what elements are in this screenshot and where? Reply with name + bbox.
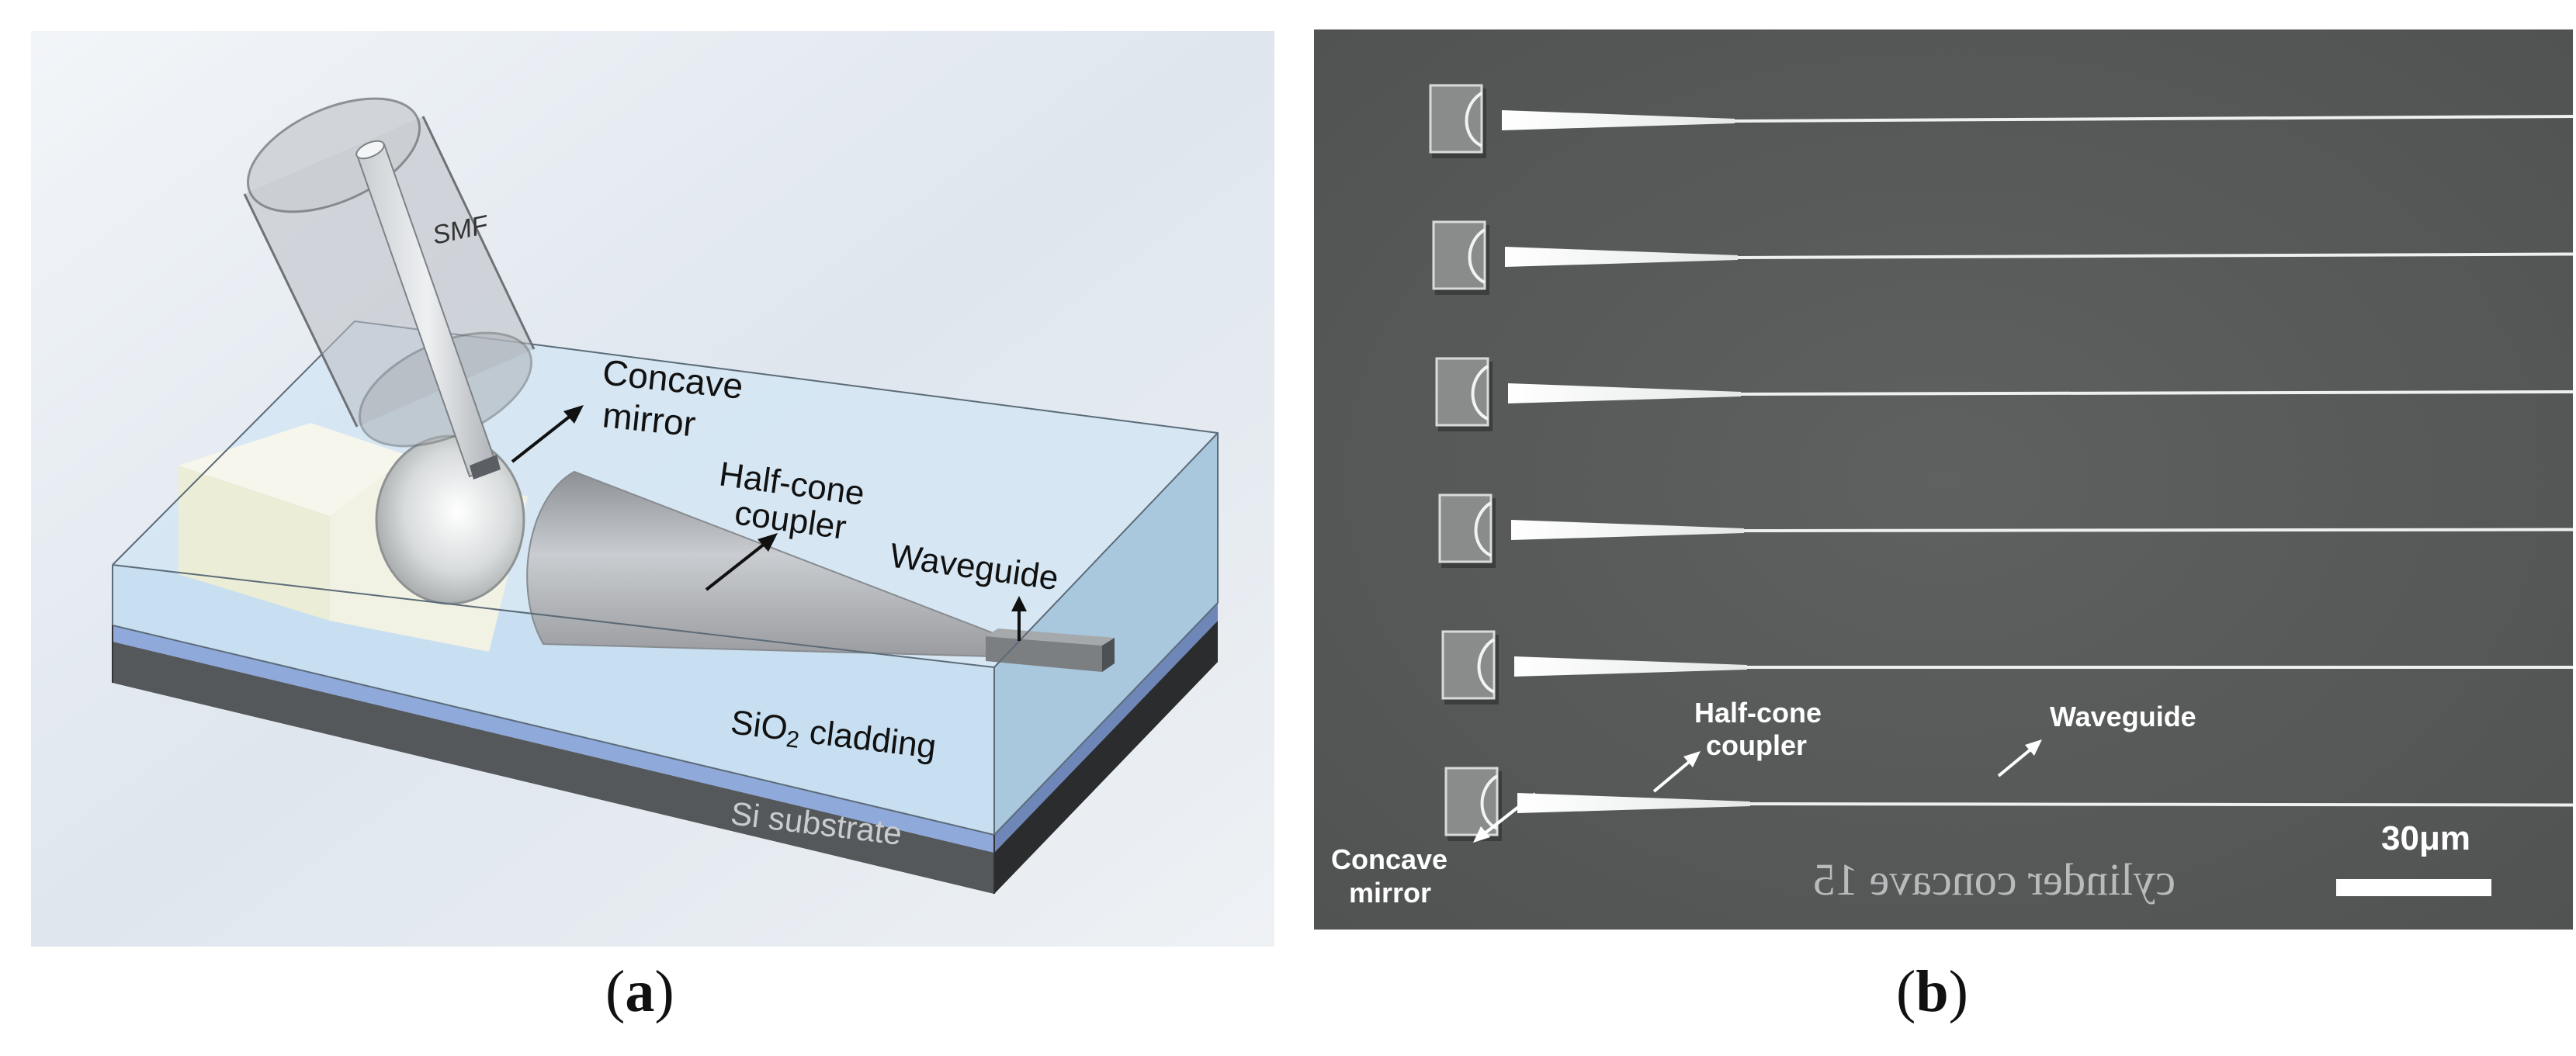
half-cone-taper <box>1505 247 1738 267</box>
caption-a: (a) <box>605 959 674 1024</box>
cladding-edge <box>112 564 995 668</box>
cladding-edge-2 <box>993 432 1219 668</box>
sem-concave-mirror-label-1: Concave <box>1331 843 1447 875</box>
concave-mirror <box>1465 92 1483 147</box>
mirror-block-front <box>179 466 330 621</box>
device-row <box>1444 767 2573 841</box>
cladding-side <box>994 433 1218 835</box>
device-row <box>1441 630 2573 705</box>
concave-mirror-arrowhead <box>563 405 584 424</box>
concave-mirror <box>1474 501 1493 557</box>
panel-a-schematic: SMF Concave mirror Half-cone coupler Wav… <box>31 31 1274 947</box>
device-array <box>1429 84 2573 841</box>
waveguide-line <box>1737 252 2573 259</box>
waveguide-end <box>1102 638 1115 672</box>
cladding-front <box>113 565 994 835</box>
waveguide-line <box>1740 390 2573 396</box>
concave-mirror-surface <box>375 435 525 605</box>
sem-waveguide-arrow <box>1997 745 2036 777</box>
concave-mirror <box>1471 365 1489 421</box>
concave-mirror-arrow <box>511 411 576 463</box>
panel-b-sem-image: Half-cone coupler Waveguide Concave mirr… <box>1314 29 2573 930</box>
mirrored-chip-text: cylinder concave 15 <box>1813 854 2176 905</box>
half-cone-taper <box>1502 110 1735 130</box>
blue-layer-front <box>113 625 994 853</box>
sem-half-cone-label-2: coupler <box>1706 729 1807 761</box>
waveguide-arrowhead <box>1011 596 1027 611</box>
caption-b: (b) <box>1896 959 1968 1024</box>
sem-waveguide-label: Waveguide <box>2050 701 2196 732</box>
waveguide-line <box>1734 115 2573 123</box>
smf-cylinder <box>243 97 536 480</box>
concave-mirror <box>1480 774 1499 830</box>
device-row <box>1432 220 2573 295</box>
concave-mirror <box>1477 638 1496 694</box>
waveguide-line <box>1743 528 2573 532</box>
scale-bar-label: 30μm <box>2381 819 2470 857</box>
half-cone-taper <box>1508 383 1741 403</box>
half-cone-taper <box>1514 656 1747 677</box>
concave-mirror <box>1468 228 1486 284</box>
sem-background <box>1314 29 2573 930</box>
sem-concave-mirror-arrowhead <box>1473 826 1490 843</box>
half-cone-arrowhead <box>758 533 778 552</box>
blue-layer-side <box>994 603 1218 853</box>
waveguide-line <box>1749 802 2573 807</box>
device-row <box>1429 84 2573 158</box>
substrate-side-face <box>994 621 1218 894</box>
half-cone-taper <box>1517 793 1750 813</box>
sem-svg: Half-cone coupler Waveguide Concave mirr… <box>1314 29 2573 930</box>
half-cone-arrow <box>705 539 770 591</box>
sem-half-cone-arrowhead <box>1683 751 1701 767</box>
sem-concave-mirror-label-2: mirror <box>1349 877 1431 909</box>
schematic-svg: SMF Concave mirror Half-cone coupler Wav… <box>31 31 1274 947</box>
substrate-front-face <box>113 642 994 894</box>
sem-concave-mirror-arrow <box>1479 792 1537 838</box>
device-row <box>1438 493 2573 568</box>
sem-waveguide-arrowhead <box>2025 739 2042 756</box>
device-row <box>1435 357 2573 431</box>
concave-mirror-label-2: mirror <box>601 394 698 444</box>
scale-bar <box>2336 879 2491 896</box>
sem-half-cone-label-1: Half-cone <box>1694 697 1822 729</box>
half-cone-coupler <box>526 470 994 658</box>
half-cone-taper <box>1511 520 1744 540</box>
sem-half-cone-arrow <box>1652 757 1694 793</box>
